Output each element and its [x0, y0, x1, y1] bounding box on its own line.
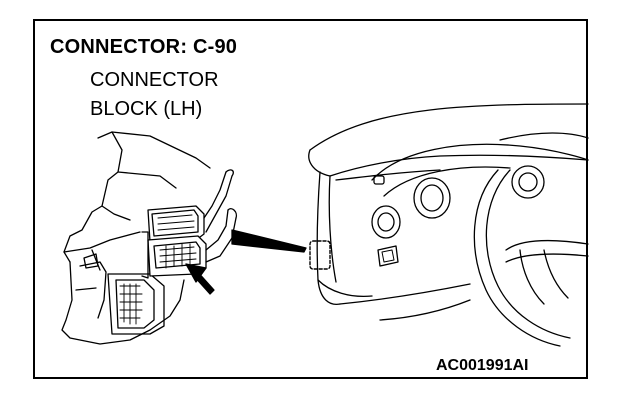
- diagram-frame: [33, 19, 588, 379]
- connector-subtitle-line1: CONNECTOR: [90, 69, 219, 91]
- leader-wedge: [231, 229, 331, 270]
- connector-title: CONNECTOR: C-90: [50, 36, 238, 58]
- connector-block-detail: [61, 131, 238, 345]
- connector-subtitle-line2: BLOCK (LH): [90, 98, 203, 120]
- figure-code: AC001991AI: [436, 357, 529, 374]
- dashboard-illustration: [308, 103, 589, 347]
- pointer-arrow: [185, 263, 215, 295]
